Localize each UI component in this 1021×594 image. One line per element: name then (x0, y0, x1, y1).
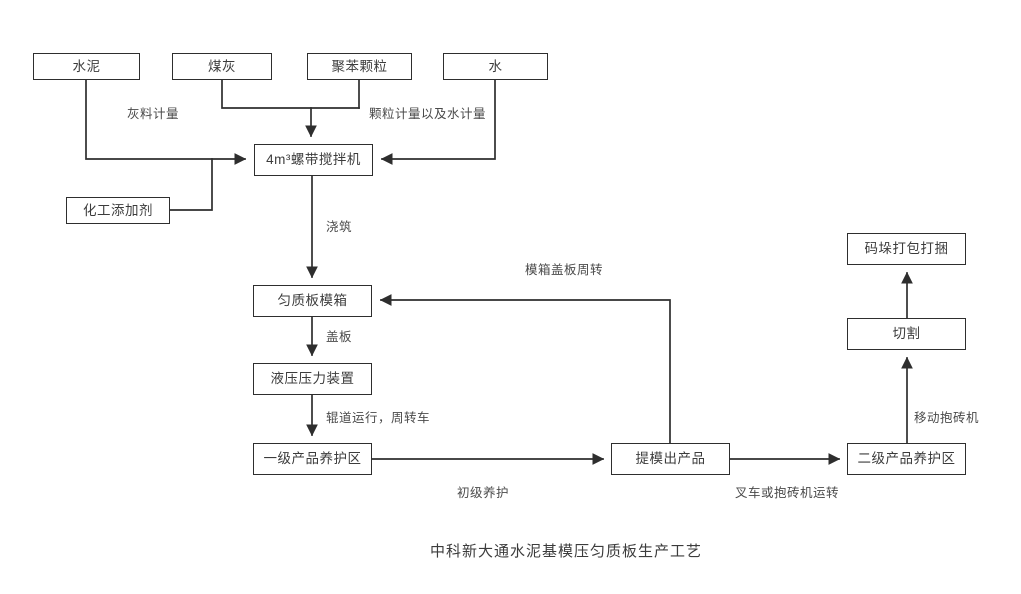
node-cure-2[interactable]: 二级产品养护区 (847, 443, 966, 475)
label-brick-clamp: 移动抱砖机 (914, 411, 980, 425)
node-cement[interactable]: 水泥 (33, 53, 140, 80)
node-additive[interactable]: 化工添加剂 (66, 197, 170, 224)
label-primary-curing: 初级养护 (457, 486, 510, 500)
node-demold[interactable]: 提模出产品 (611, 443, 730, 475)
node-fly-ash[interactable]: 煤灰 (172, 53, 272, 80)
label-particle-metering: 颗粒计量以及水计量 (369, 107, 487, 121)
node-palletize[interactable]: 码垛打包打捆 (847, 233, 966, 265)
node-mold-box[interactable]: 匀质板模箱 (253, 285, 372, 317)
label-cover-plate: 盖板 (326, 330, 353, 344)
node-mixer[interactable]: 4m³螺带搅拌机 (254, 144, 373, 176)
node-cutting[interactable]: 切割 (847, 318, 966, 350)
diagram-caption: 中科新大通水泥基模压匀质板生产工艺 (430, 543, 703, 560)
node-water[interactable]: 水 (443, 53, 548, 80)
label-ash-metering: 灰料计量 (127, 107, 180, 121)
edge-additive-to-mixer (169, 158, 213, 211)
node-cure-1[interactable]: 一级产品养护区 (253, 443, 372, 475)
label-casting: 浇筑 (326, 220, 353, 234)
label-mold-recycle: 模箱盖板周转 (525, 263, 604, 277)
node-press[interactable]: 液压压力装置 (253, 363, 372, 395)
node-eps-particle[interactable]: 聚苯颗粒 (307, 53, 412, 80)
label-roller-transfer: 辊道运行，周转车 (326, 411, 431, 425)
label-forklift-transfer: 叉车或抱砖机运转 (735, 486, 840, 500)
edge-flyash-merge (221, 79, 360, 109)
